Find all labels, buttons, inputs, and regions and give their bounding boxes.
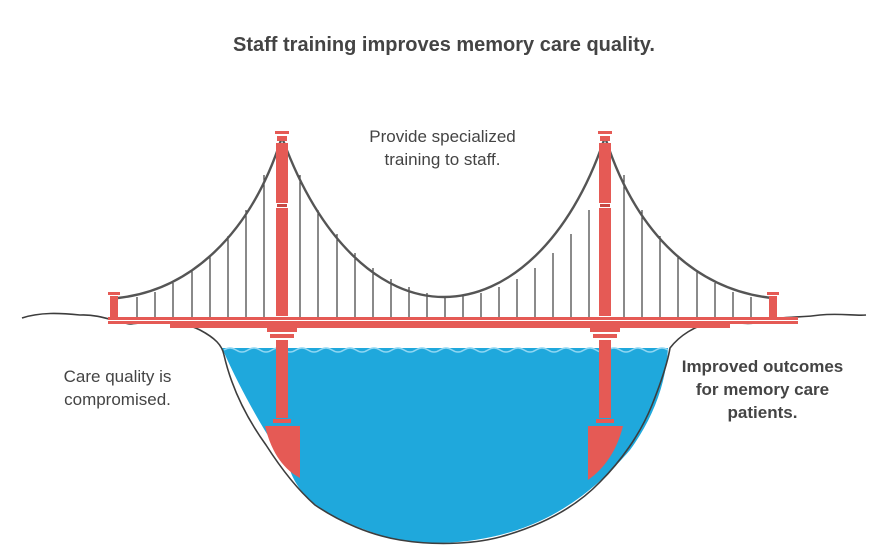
tower-right [588,131,623,480]
main-cables [117,139,773,300]
water-body [222,348,668,543]
bridge-deck [108,317,798,328]
suspender-cables [136,175,752,318]
label-improved-outcomes: Improved outcomes for memory care patien… [681,357,844,422]
label-care-compromised: Care quality is compromised. [63,367,172,409]
water-surface [223,347,669,353]
end-post-left [108,292,120,317]
end-post-right [767,292,779,317]
label-provide-training: Provide specialized training to staff. [369,127,516,169]
diagram-title: Staff training improves memory care qual… [233,34,655,56]
tower-left [265,131,300,478]
